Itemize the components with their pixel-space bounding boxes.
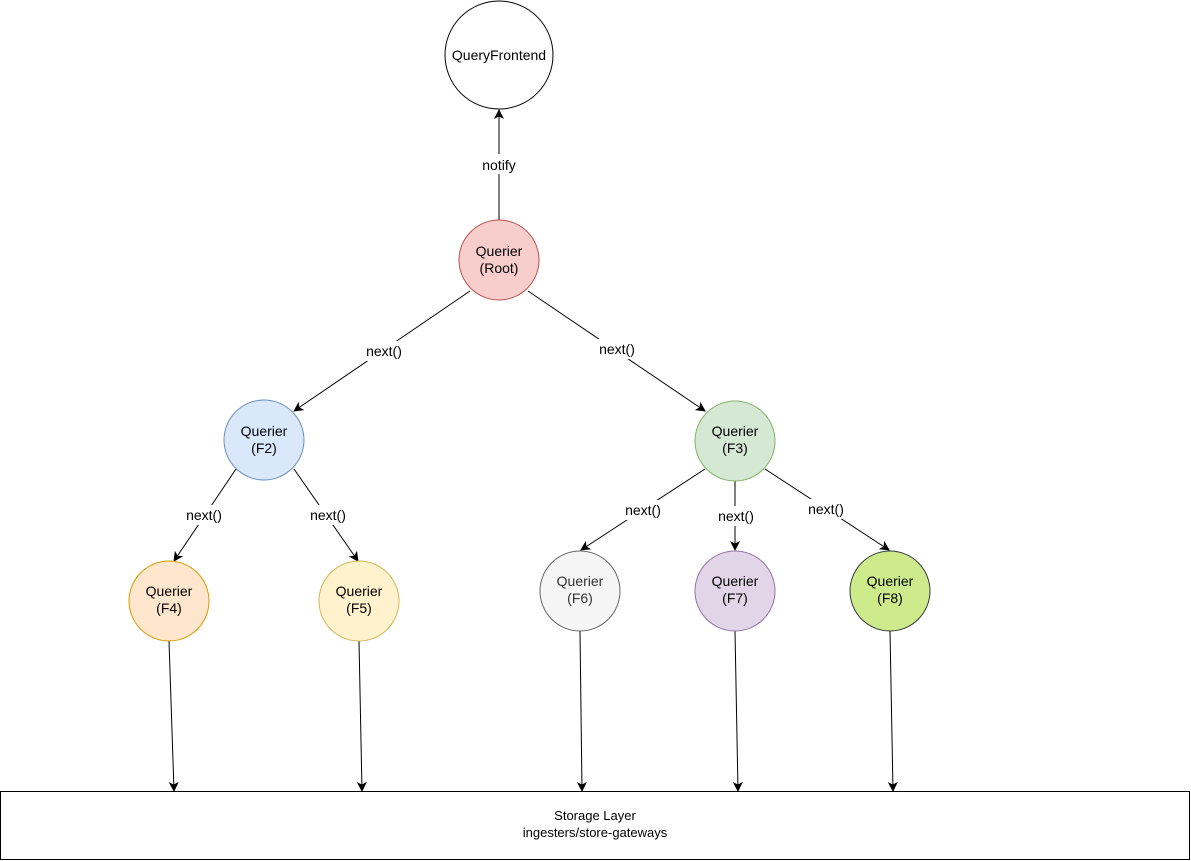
edge-label-root-f2: next() [366,343,402,359]
querier-f8-node: Querier (F8) [849,550,931,632]
querier-f8-id: (F8) [877,590,903,606]
storage-layer-title: Storage Layer [554,808,636,823]
querier-f4-title: Querier [146,583,193,599]
querier-root-id: (Root) [480,260,519,276]
query-frontend-node: QueryFrontend [444,0,554,110]
querier-f3-node: Querier (F3) [694,400,776,482]
querier-root-title: Querier [476,243,523,259]
edge-f7-to-storage [732,630,743,792]
querier-f6-id: (F6) [567,590,593,606]
querier-f4-id: (F4) [156,600,182,616]
querier-f5-id: (F5) [346,600,372,616]
querier-f2-title: Querier [241,423,288,439]
querier-f8-title: Querier [867,573,914,589]
querier-f7-node: Querier (F7) [694,550,776,632]
storage-layer-box: Storage Layer ingesters/store-gateways [0,791,1190,860]
edge-label-f3-f8: next() [808,501,844,517]
edge-label-root-f3: next() [599,341,635,357]
storage-layer-subtitle: ingesters/store-gateways [523,825,668,840]
edge-label-f3-f7: next() [718,508,754,524]
querier-f7-id: (F7) [722,590,748,606]
querier-f6-node: Querier (F6) [539,550,621,632]
querier-f4-node: Querier (F4) [128,560,210,642]
query-frontend-label: QueryFrontend [452,47,546,63]
querier-f2-id: (F2) [251,440,277,456]
edge-labels: notify next() next() next() next() next(… [181,154,849,526]
edge-f6-to-storage [576,630,587,792]
querier-f5-node: Querier (F5) [318,560,400,642]
querier-root-node: Querier (Root) [458,219,540,301]
querier-f3-id: (F3) [722,440,748,456]
edge-label-f2-f4: next() [186,507,222,523]
querier-f3-title: Querier [712,423,759,439]
querier-f2-node: Querier (F2) [223,399,305,481]
querier-f6-title: Querier [557,573,604,589]
edge-f4-to-storage [168,640,179,792]
edge-label-f3-f6: next() [625,502,661,518]
edge-label-f2-f5: next() [310,507,346,523]
edge-label-notify: notify [482,157,515,173]
edge-f8-to-storage [887,630,898,792]
edge-f5-to-storage [356,640,367,792]
querier-f7-title: Querier [712,573,759,589]
querier-f5-title: Querier [336,583,383,599]
